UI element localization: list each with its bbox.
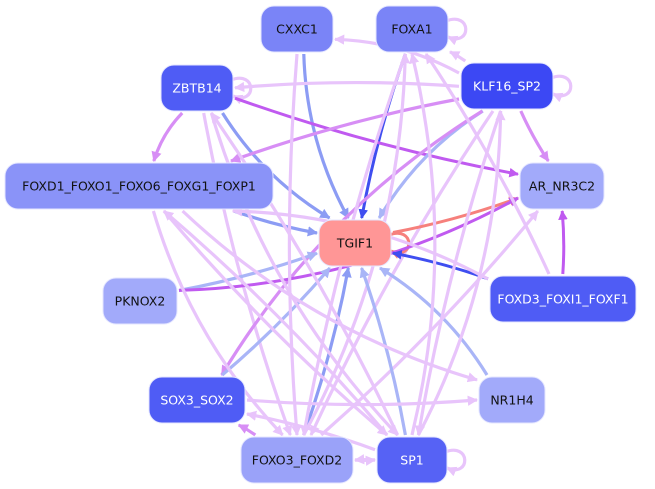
edge-foxo3_foxd2-to-sox3_sox2 (237, 423, 257, 437)
edge-klf16_sp2-to-foxa1 (449, 50, 467, 63)
edge-foxd1-to-foxo3_foxd2 (151, 210, 284, 437)
edge-pknox2-to-tgif1 (178, 251, 318, 293)
node-foxd3[interactable]: FOXD3_FOXI1_FOXF1 (489, 275, 637, 323)
node-foxa1[interactable]: FOXA1 (375, 5, 449, 53)
node-box[interactable] (489, 275, 637, 323)
edge-klf16_sp2-to-ar_nr3c2 (519, 110, 550, 162)
edge-klf16_sp2-to-foxd1 (230, 97, 460, 163)
node-foxd1[interactable]: FOXD1_FOXO1_FOXO6_FOXG1_FOXP1 (4, 162, 274, 210)
edge-sox3_sox2-to-nr1h4 (246, 395, 479, 407)
node-sp1[interactable]: SP1 (376, 436, 448, 484)
edge-foxa1-to-foxa1 (445, 17, 468, 46)
node-pknox2[interactable]: PKNOX2 (102, 277, 178, 325)
node-label: PKNOX2 (115, 294, 166, 309)
node-box[interactable] (375, 5, 449, 53)
node-label: SP1 (400, 453, 423, 468)
edge-foxd3-to-ar_nr3c2 (558, 210, 568, 275)
node-label: NR1H4 (490, 393, 533, 408)
edge-foxo3_foxd2-to-ar_nr3c2 (320, 209, 540, 437)
node-label: AR_NR3C2 (529, 179, 595, 194)
edge-foxd3-to-foxa1 (424, 53, 551, 275)
node-klf16-sp2[interactable]: KLF16_SP2 (460, 62, 554, 110)
node-foxo3-foxd2[interactable]: FOXO3_FOXD2 (240, 436, 354, 484)
node-label: FOXO3_FOXD2 (252, 453, 342, 468)
edge-sp1-to-sox3_sox2 (245, 410, 376, 452)
node-box[interactable] (260, 5, 334, 53)
edge-klf16_sp2-to-klf16_sp2 (550, 74, 573, 103)
edge-sp1-to-zbtb14 (210, 112, 400, 436)
node-box[interactable] (519, 162, 605, 210)
node-sox3-sox2[interactable]: SOX3_SOX2 (148, 376, 246, 424)
node-cxxc1[interactable]: CXXC1 (260, 5, 334, 53)
node-label: ZBTB14 (172, 81, 221, 96)
edge-sp1-to-klf16_sp2 (416, 109, 506, 436)
edge-tgif1-to-ar_nr3c2 (392, 196, 519, 234)
node-box[interactable] (102, 277, 178, 325)
node-label: CXXC1 (276, 22, 318, 37)
node-label: FOXD1_FOXO1_FOXO6_FOXG1_FOXP1 (22, 179, 256, 194)
node-label: KLF16_SP2 (473, 79, 541, 94)
edge-nr1h4-to-tgif1 (379, 266, 489, 376)
edge-foxd1-to-sp1 (162, 209, 389, 437)
edge-klf16_sp2-to-foxo3_foxd2 (309, 110, 495, 436)
node-label: FOXD3_FOXI1_FOXF1 (497, 292, 628, 307)
node-box[interactable] (460, 62, 554, 110)
node-box[interactable] (376, 436, 448, 484)
node-box[interactable] (148, 376, 246, 424)
edge-zbtb14-to-sp1 (209, 112, 399, 437)
node-box[interactable] (318, 219, 392, 267)
edge-klf16_sp2-to-zbtb14 (233, 80, 460, 93)
edge-cxxc1-to-tgif1 (302, 53, 350, 219)
edge-cxxc1-to-foxo3_foxd2 (287, 53, 302, 437)
node-tgif1[interactable]: TGIF1 (318, 219, 392, 267)
edge-sp1-to-tgif1 (359, 267, 407, 436)
node-box[interactable] (4, 162, 274, 210)
node-box[interactable] (160, 64, 234, 112)
node-box[interactable] (240, 436, 354, 484)
edge-sp1-to-foxa1 (409, 53, 437, 436)
edge-foxd1-to-nr1h4 (181, 209, 478, 383)
node-label: TGIF1 (336, 236, 373, 251)
edge-sp1-to-sp1 (444, 448, 467, 477)
node-ar-nr3c2[interactable]: AR_NR3C2 (519, 162, 605, 210)
edge-zbtb14-to-foxd1 (151, 111, 184, 162)
node-box[interactable] (478, 376, 546, 424)
node-label: FOXA1 (391, 22, 432, 37)
node-nr1h4[interactable]: NR1H4 (478, 376, 546, 424)
node-label: SOX3_SOX2 (160, 393, 233, 408)
edge-klf16_sp2-to-sp1 (414, 110, 503, 437)
node-zbtb14[interactable]: ZBTB14 (160, 64, 234, 112)
